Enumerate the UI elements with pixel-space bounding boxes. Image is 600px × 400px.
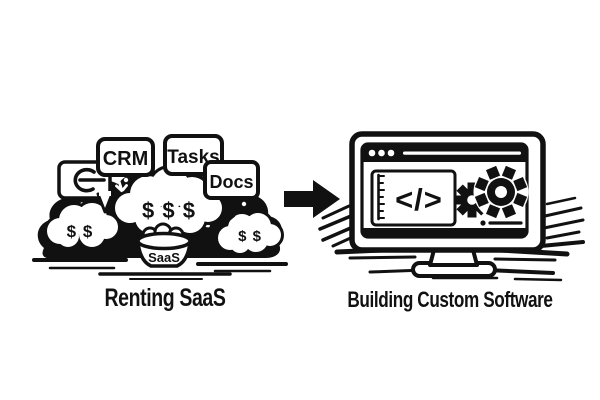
titlebar-address-line [403,151,521,155]
right-caption: Building Custom Software [347,287,553,312]
docs-tail-arrow [220,199,237,222]
loop-arrow-icon [73,167,106,193]
transition-arrow [284,180,340,218]
bowl-label: SaaS [148,250,180,265]
custom-software-illustration: </> [318,131,585,282]
gear-icon-large [474,165,528,219]
dollar-text-center: $ $ $ [142,198,196,223]
saas-bowl: SaaS [136,222,192,268]
code-glyph: </> [395,182,443,217]
speech-bubble-docs: Docs [203,160,260,222]
speech-bubble-crm: CRM [96,137,155,177]
bowl-flow-arrows [124,229,204,245]
dollar-text-left: $ $ [67,222,94,241]
dollar-text-right: $ $ [238,228,262,245]
bubble-label-crm: CRM [103,148,149,170]
money-cloud-left: $ $ [44,200,121,250]
renting-saas-illustration: $ $ $ $ $ [32,134,288,280]
right-arrow-icon [284,180,340,218]
code-ruler-icon [377,173,385,221]
ground-strokes-left [32,258,288,280]
monitor-bottom-bezel [362,228,527,237]
window-control-dots [368,149,395,157]
money-cloud-right: $ $ [215,210,284,256]
left-caption: Renting SaaS [104,284,226,312]
underline-stroke [480,220,523,226]
hatch-lines-right [539,196,585,248]
bubble-label-docs: Docs [209,172,253,192]
